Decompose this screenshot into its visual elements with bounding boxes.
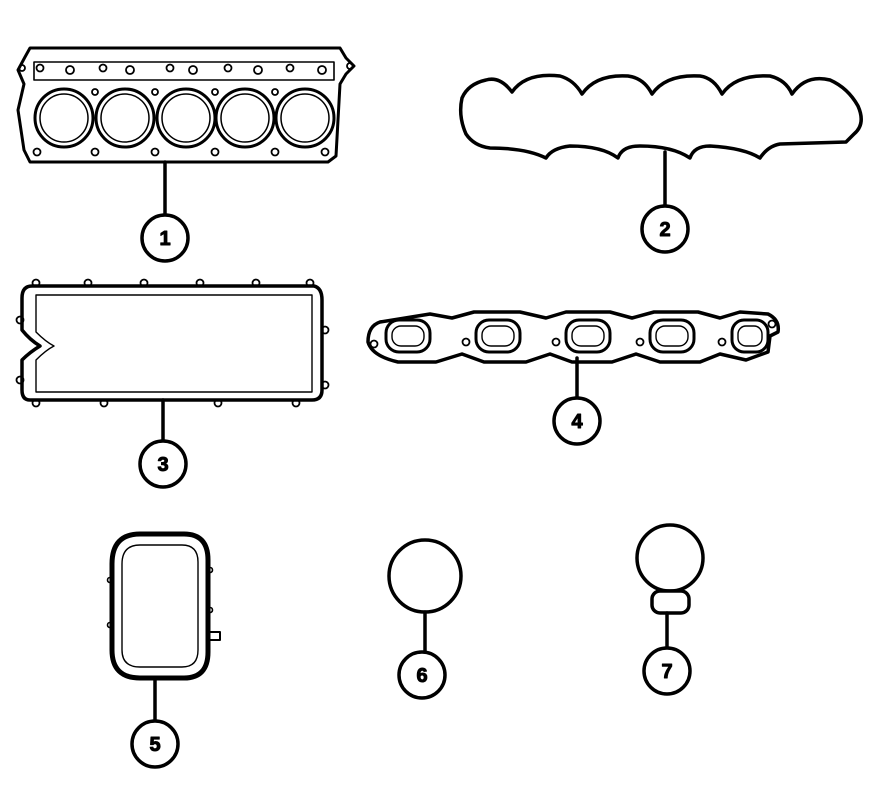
callout-1: 1 bbox=[159, 228, 170, 250]
callout-6: 6 bbox=[416, 665, 427, 687]
part-1-cylinder-head-gasket: 1 bbox=[16, 46, 356, 263]
callout-7: 7 bbox=[661, 661, 672, 683]
part-2-valve-cover-gasket: 2 bbox=[458, 73, 863, 254]
part-6-round-seal: 6 bbox=[387, 538, 463, 700]
part-7-seal-with-tab: 7 bbox=[635, 523, 705, 696]
part-5-intake-plenum-gasket: 5 bbox=[106, 531, 221, 769]
callout-5: 5 bbox=[149, 734, 160, 756]
callout-3: 3 bbox=[157, 454, 168, 476]
callout-2: 2 bbox=[659, 219, 670, 241]
part-3-valve-cover-gasket: 3 bbox=[15, 278, 330, 489]
part-4-exhaust-manifold-gasket: 4 bbox=[366, 310, 781, 446]
callout-4: 4 bbox=[571, 411, 583, 433]
